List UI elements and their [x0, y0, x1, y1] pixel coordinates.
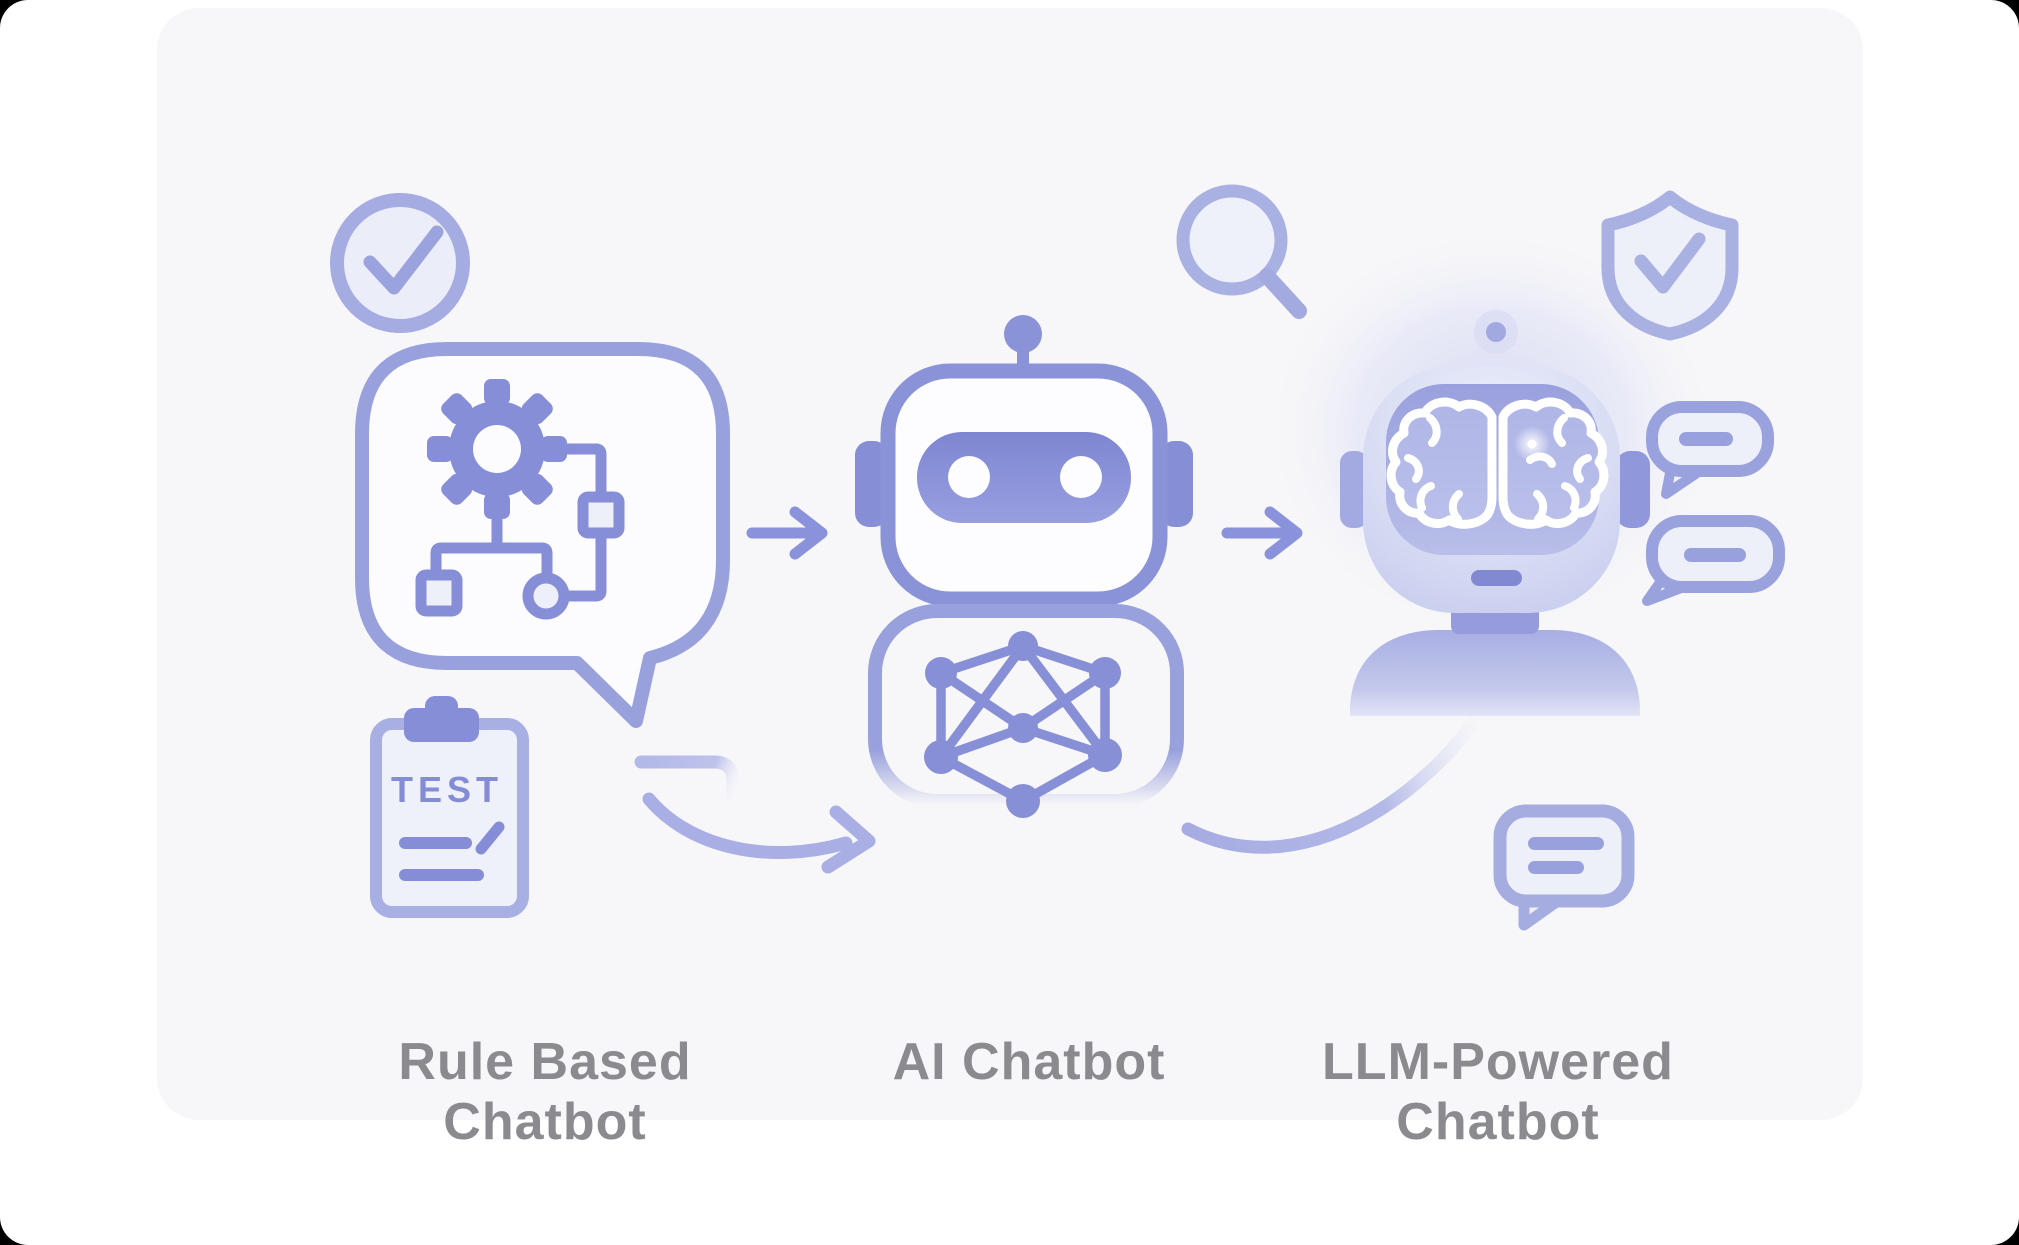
flowchart-icon	[415, 443, 625, 620]
arrow-right-1-icon	[746, 506, 828, 560]
curved-arrow-2-icon	[1181, 701, 1488, 854]
llm-ear-left	[1340, 451, 1368, 528]
chat-bubble-bottom-icon	[1493, 804, 1635, 931]
chat-bubble-small-1-icon	[1646, 401, 1774, 499]
visor-icon	[917, 432, 1131, 523]
neural-network-icon	[868, 604, 1184, 818]
gear-icon	[427, 379, 567, 519]
label-line: AI Chatbot	[892, 1033, 1166, 1091]
robot-head-icon	[855, 315, 1193, 607]
swoosh-line-icon	[634, 755, 740, 804]
robot-ear-left	[855, 441, 888, 527]
robot-mouth	[1471, 570, 1522, 586]
robot-brain-icon	[1340, 310, 1650, 716]
llm-ear-right	[1616, 451, 1650, 528]
label-ai-chatbot: AI Chatbot	[779, 1032, 1279, 1092]
shield-check-icon	[1601, 190, 1739, 341]
check-circle-icon	[330, 193, 470, 333]
robot-ear-right	[1160, 441, 1193, 527]
test-clipboard-icon: TEST	[370, 696, 529, 918]
magnifier-icon	[1176, 184, 1307, 319]
curved-arrow-1-icon	[642, 792, 876, 874]
label-line: LLM-Powered	[1322, 1033, 1674, 1091]
label-rule-based-chatbot: Rule Based Chatbot	[295, 1032, 795, 1152]
label-line: Chatbot	[443, 1093, 647, 1151]
sparkle-icon	[1514, 426, 1550, 462]
robot-body	[1350, 630, 1640, 716]
chat-bubble-small-2-icon	[1642, 515, 1785, 606]
label-llm-powered-chatbot: LLM-Powered Chatbot	[1248, 1032, 1748, 1152]
label-line: Chatbot	[1396, 1093, 1600, 1151]
label-line: Rule Based	[398, 1033, 692, 1091]
clipboard-test-text: TEST	[391, 769, 503, 810]
